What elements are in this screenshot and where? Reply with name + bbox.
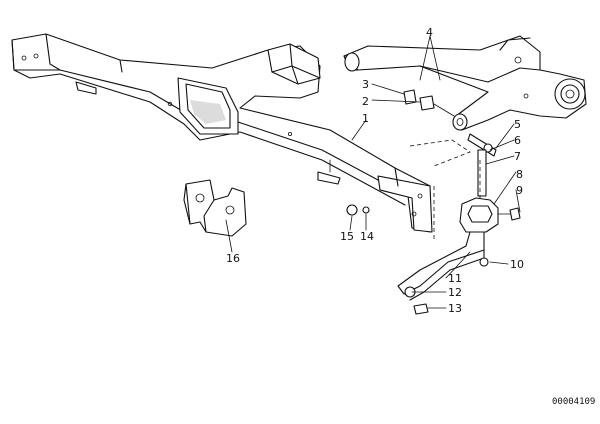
trailing-arm [343, 35, 587, 131]
washer-and-nut [346, 204, 370, 216]
phantom-lines [409, 139, 481, 240]
callout-5: 5 [514, 118, 521, 131]
document-number: 00004109 [552, 397, 595, 407]
callout-13: 13 [448, 302, 462, 315]
callout-10: 10 [510, 258, 524, 271]
lower-link [397, 231, 489, 315]
callout-7: 7 [514, 150, 521, 163]
callout-6: 6 [514, 134, 521, 147]
callout-3: 3 [362, 78, 369, 91]
callout-15: 15 [340, 230, 354, 243]
callout-1: 1 [362, 112, 369, 125]
callout-16: 16 [226, 252, 240, 265]
callout-8: 8 [516, 168, 523, 181]
axle-carrier-beam [11, 33, 433, 233]
damper-mount [459, 149, 521, 233]
callout-4: 4 [426, 26, 433, 39]
bracket-16 [183, 179, 247, 237]
callout-2: 2 [362, 95, 369, 108]
callout-labels: 1 2 3 4 5 6 7 8 9 10 11 12 13 14 15 16 [226, 26, 524, 315]
callout-9: 9 [516, 184, 523, 197]
callout-14: 14 [360, 230, 374, 243]
leader-lines [225, 35, 521, 309]
callout-11: 11 [448, 272, 462, 285]
callout-12: 12 [448, 286, 462, 299]
